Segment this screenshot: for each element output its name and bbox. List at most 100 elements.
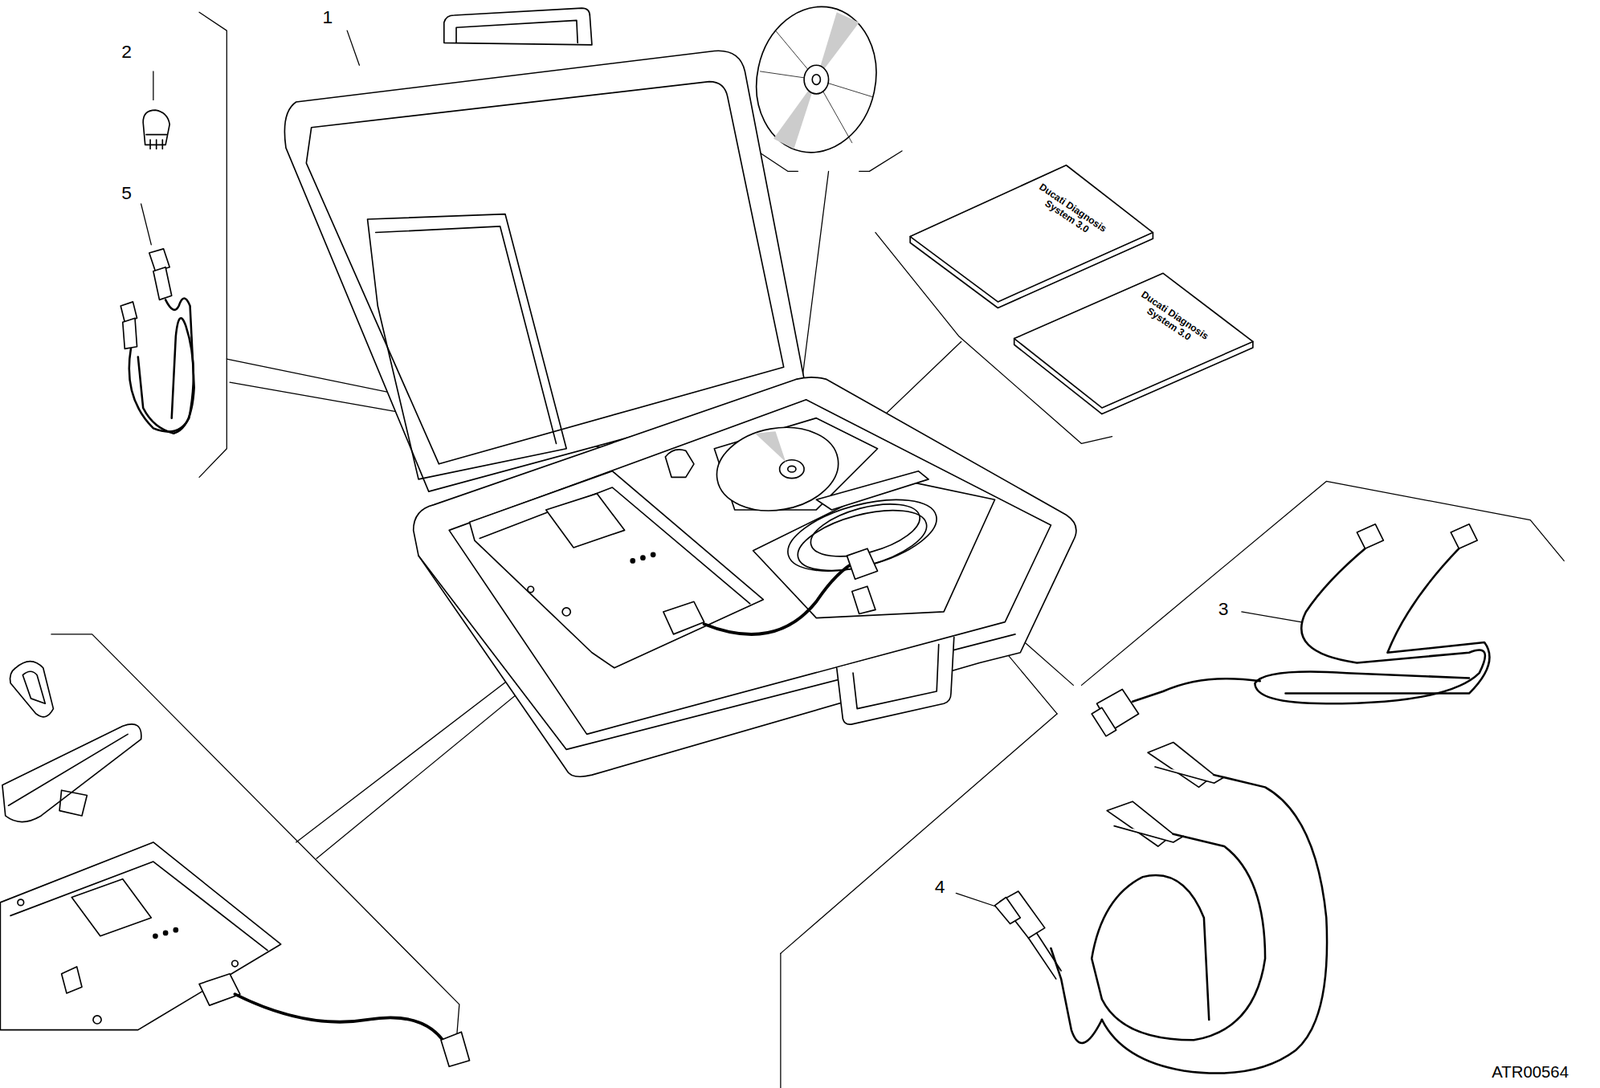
- cd-in-case-part: [787, 465, 796, 473]
- cables-in-case-part: [753, 479, 996, 619]
- item-5-usb-cable: [120, 248, 194, 434]
- item-3-power-cable-part: [1450, 524, 1478, 549]
- carabiner-and-strap-part: [22, 671, 45, 704]
- callout-number: 3: [1218, 600, 1229, 619]
- interface-unit: [0, 842, 470, 1067]
- item-3-power-cable-part: [1285, 548, 1490, 694]
- cables-in-case-part: [816, 471, 929, 511]
- item-3-power-cable-part: [1254, 548, 1486, 704]
- interface-in-case-part: [562, 608, 571, 617]
- interface-in-case: [469, 471, 858, 669]
- interface-unit-part: [234, 994, 449, 1051]
- interface-in-case-part: [527, 586, 535, 593]
- bracket-lines: [51, 12, 1564, 1088]
- item-4-battery-clamp-cable-part: [1050, 948, 1102, 1044]
- bracket-lines-part: [780, 714, 1058, 954]
- item-3-power-cable-part: [1132, 678, 1261, 703]
- carrying-case-lid-part: [375, 226, 557, 444]
- interface-unit-part: [93, 1016, 102, 1025]
- bracket-lines-part: [152, 71, 154, 101]
- cables-in-case-part: [846, 548, 878, 580]
- interface-unit-part: [163, 930, 168, 935]
- carrying-case-lid-part: [444, 8, 592, 45]
- interface-in-case-part: [704, 560, 858, 634]
- carabiner-and-strap-part: [59, 790, 87, 817]
- interface-unit-part: [153, 934, 158, 939]
- carrying-case-base: [413, 377, 1077, 777]
- bracket-lines-part: [859, 151, 903, 172]
- interface-unit-part: [440, 1032, 470, 1067]
- interface-unit-part: [71, 879, 152, 937]
- carabiner-and-strap-part: [2, 724, 142, 823]
- interface-unit-part: [199, 974, 241, 1006]
- cap-in-case: [665, 449, 694, 478]
- carrying-case-lid-part: [367, 214, 568, 480]
- bracket-lines-part: [779, 953, 781, 1088]
- carabiner-and-strap-part: [10, 661, 54, 718]
- manuals-part: [910, 165, 1153, 303]
- manuals: [910, 165, 1254, 415]
- interface-unit-part: [0, 842, 281, 1031]
- interface-unit-part: [10, 861, 268, 951]
- item-4-battery-clamp-cable-part: [1102, 775, 1327, 1074]
- software-cd-part: [742, 0, 890, 164]
- carrying-case-base-part: [853, 644, 939, 710]
- carrying-case-base-part: [836, 637, 955, 726]
- carabiner-and-strap-part: [8, 734, 129, 806]
- carrying-case-lid-part: [456, 20, 578, 43]
- cd-in-case-part: [779, 460, 805, 479]
- bracket-lines-part: [346, 30, 360, 66]
- carrying-case-base-part: [448, 400, 1051, 735]
- cables-in-case: [753, 471, 996, 619]
- software-cd-part: [759, 30, 873, 143]
- cables-in-case-part: [791, 498, 934, 583]
- callout-number: 2: [121, 42, 132, 62]
- manuals-part: [1014, 273, 1254, 409]
- interface-in-case-part: [630, 559, 635, 564]
- item-2-cap: [142, 110, 170, 149]
- callout-number: 5: [121, 183, 132, 203]
- item-4-battery-clamp-cable: [995, 742, 1328, 1074]
- item-5-usb-cable-part: [129, 318, 194, 432]
- item-5-usb-cable-part: [153, 267, 172, 301]
- item-3-power-cable-part: [1091, 707, 1116, 737]
- interface-unit-part: [173, 928, 178, 933]
- interface-unit-part: [17, 899, 25, 907]
- interface-in-case-part: [479, 487, 751, 605]
- interface-in-case-part: [651, 552, 656, 557]
- software-cd-part: [812, 74, 821, 86]
- item-5-usb-cable-part: [122, 318, 138, 349]
- item-5-usb-cable-part: [138, 297, 195, 433]
- interface-in-case-part: [469, 471, 764, 669]
- callout-number: 1: [322, 8, 333, 27]
- manuals-part: [1014, 338, 1254, 415]
- item-4-battery-clamp-cable-part: [1028, 933, 1062, 980]
- carabiner-and-strap: [2, 661, 142, 823]
- item-3-power-cable-part: [1356, 524, 1384, 549]
- interface-in-case-part: [546, 493, 625, 548]
- cd-in-case: [710, 418, 878, 521]
- carrying-case-base-part: [413, 377, 1077, 777]
- carrying-case-lid-part: [306, 81, 784, 465]
- interface-in-case-part: [663, 601, 705, 635]
- item-4-battery-clamp-cable-part: [995, 897, 1021, 925]
- interface-unit-part: [61, 967, 82, 994]
- cd-in-case-part: [755, 431, 786, 462]
- item-3-power-cable: [1091, 524, 1490, 737]
- interface-in-case-part: [640, 555, 645, 560]
- cap-in-case-part: [665, 449, 694, 478]
- item-2-cap-part: [146, 134, 167, 150]
- item-5-usb-cable-part: [149, 248, 170, 272]
- cables-in-case-part: [852, 586, 876, 614]
- drawing-code: ATR00564: [1491, 1064, 1569, 1081]
- item-4-battery-clamp-cable-part: [1091, 834, 1266, 1041]
- bracket-lines-part: [141, 204, 152, 245]
- interface-unit-part: [232, 960, 239, 968]
- software-cd-part: [804, 65, 829, 94]
- bracket-lines-part: [1241, 612, 1302, 623]
- callout-number: 4: [934, 877, 946, 897]
- bracket-lines-part: [199, 12, 227, 478]
- software-cd: [742, 0, 890, 164]
